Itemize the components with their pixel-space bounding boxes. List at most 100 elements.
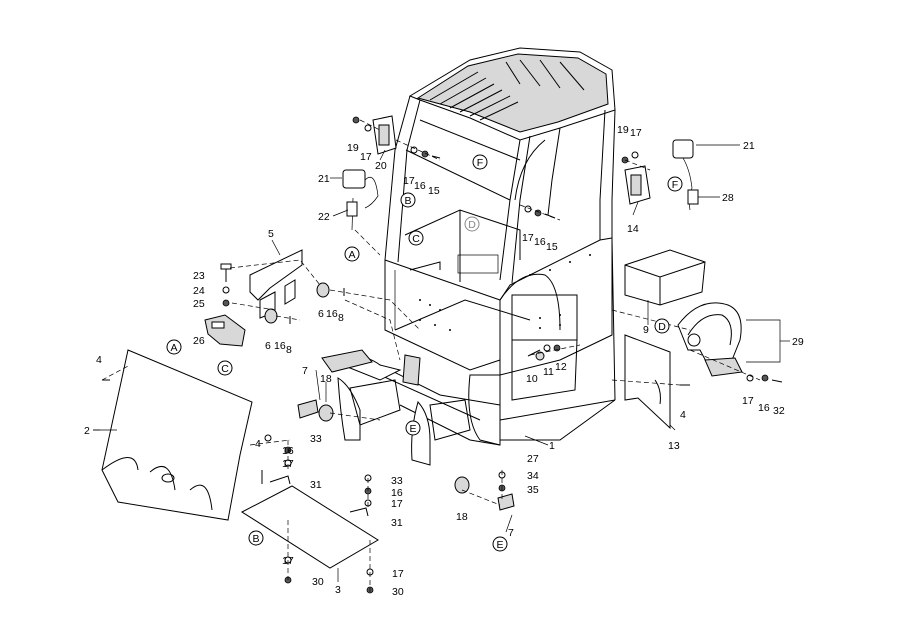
callout-30: 30 xyxy=(312,576,324,588)
ref-d-right[interactable]: D xyxy=(654,318,670,334)
callout-16: 16 xyxy=(282,445,294,457)
ref-f-top[interactable]: F xyxy=(472,154,488,170)
callout-5: 5 xyxy=(268,228,274,240)
callout-6: 6 xyxy=(265,340,271,352)
callout-9: 9 xyxy=(643,324,649,336)
callout-21: 21 xyxy=(743,140,755,152)
roof-slats xyxy=(429,59,585,121)
part-9-cushion xyxy=(624,249,706,306)
ref-d-top[interactable]: D xyxy=(464,216,480,232)
callout-16: 16 xyxy=(534,236,546,248)
part-3-plate xyxy=(241,485,379,569)
part-callouts: 1 2 3 4 4 4 5 6 16 8 6 16 8 7 7 9 10 11 … xyxy=(84,124,804,598)
callout-8: 8 xyxy=(286,344,292,356)
callout-14: 14 xyxy=(627,223,639,235)
cab-frame xyxy=(321,47,616,466)
callout-2: 2 xyxy=(84,425,90,437)
callout-26: 26 xyxy=(193,335,205,347)
callout-22: 22 xyxy=(318,211,330,223)
callout-7: 7 xyxy=(508,527,514,539)
callout-23: 23 xyxy=(193,270,205,282)
part-28-cable xyxy=(687,189,699,205)
callout-33: 33 xyxy=(310,433,322,445)
callout-32: 32 xyxy=(773,405,785,417)
ref-a-left[interactable]: A xyxy=(166,339,182,355)
callout-33: 33 xyxy=(391,475,403,487)
ref-b-bottom[interactable]: B xyxy=(248,530,264,546)
svg-text:D: D xyxy=(658,321,666,333)
part-26-lock xyxy=(204,314,246,347)
part-13-side-cover xyxy=(624,334,671,430)
callout-30: 30 xyxy=(392,586,404,598)
part-29-handle xyxy=(677,302,743,377)
callout-3: 3 xyxy=(335,584,341,596)
callout-16: 16 xyxy=(414,180,426,192)
callout-1: 1 xyxy=(549,440,555,452)
callout-16: 16 xyxy=(391,487,403,499)
ref-a-top[interactable]: A xyxy=(344,246,360,262)
part-2-plate xyxy=(101,349,253,521)
callout-16: 16 xyxy=(758,402,770,414)
callout-17: 17 xyxy=(391,498,403,510)
svg-text:A: A xyxy=(348,249,355,261)
callout-21: 21 xyxy=(318,173,330,185)
callout-16: 16 xyxy=(326,308,338,320)
callout-34: 34 xyxy=(527,470,539,482)
callout-25: 25 xyxy=(193,298,205,310)
callout-12: 12 xyxy=(555,361,567,373)
callout-18: 18 xyxy=(320,373,332,385)
ref-b-top[interactable]: B xyxy=(400,192,416,208)
callout-28: 28 xyxy=(722,192,734,204)
part-21-lamp-left xyxy=(342,169,379,209)
svg-text:F: F xyxy=(672,179,678,191)
svg-text:A: A xyxy=(170,342,177,354)
part-14-bracket xyxy=(624,165,651,205)
svg-text:F: F xyxy=(477,157,483,169)
callout-6: 6 xyxy=(318,308,324,320)
svg-text:E: E xyxy=(496,539,503,551)
frame-rivets xyxy=(419,254,591,331)
svg-text:E: E xyxy=(409,423,416,435)
callout-17: 17 xyxy=(360,151,372,163)
callout-16: 16 xyxy=(274,340,286,352)
callout-15: 15 xyxy=(546,241,558,253)
callout-4: 4 xyxy=(96,354,102,366)
callout-17: 17 xyxy=(522,232,534,244)
ref-c-top[interactable]: C xyxy=(408,230,424,246)
callout-13: 13 xyxy=(668,440,680,452)
ref-f-right[interactable]: F xyxy=(667,176,683,192)
callout-11: 11 xyxy=(543,366,554,378)
leader-lines xyxy=(93,144,790,582)
callout-29: 29 xyxy=(792,336,804,348)
callout-19: 19 xyxy=(617,124,629,136)
callout-4: 4 xyxy=(680,409,686,421)
callout-31: 31 xyxy=(391,517,403,529)
callout-17: 17 xyxy=(282,555,294,567)
ref-e-bottom[interactable]: E xyxy=(492,536,508,552)
part-20-bracket xyxy=(372,115,397,155)
callout-8: 8 xyxy=(338,312,344,324)
part-21-lamp-right xyxy=(672,139,694,211)
callout-7: 7 xyxy=(302,365,308,377)
callout-17: 17 xyxy=(403,175,415,187)
callout-18: 18 xyxy=(456,511,468,523)
svg-text:D: D xyxy=(468,219,476,231)
ref-e-mid[interactable]: E xyxy=(405,420,421,436)
reference-markers: A A B B C C D D E E F F xyxy=(166,154,683,552)
callout-15: 15 xyxy=(428,185,440,197)
callout-19: 19 xyxy=(347,142,359,154)
callout-17: 17 xyxy=(392,568,404,580)
callout-20: 20 xyxy=(375,160,387,172)
callout-31: 31 xyxy=(310,479,322,491)
svg-text:C: C xyxy=(221,363,229,375)
assembly-lines xyxy=(101,119,761,592)
callout-27: 27 xyxy=(527,453,539,465)
ref-c-left[interactable]: C xyxy=(217,360,233,376)
svg-text:B: B xyxy=(404,195,411,207)
svg-text:B: B xyxy=(252,533,259,545)
callout-35: 35 xyxy=(527,484,539,496)
callout-24: 24 xyxy=(193,285,205,297)
callout-4: 4 xyxy=(255,438,261,450)
